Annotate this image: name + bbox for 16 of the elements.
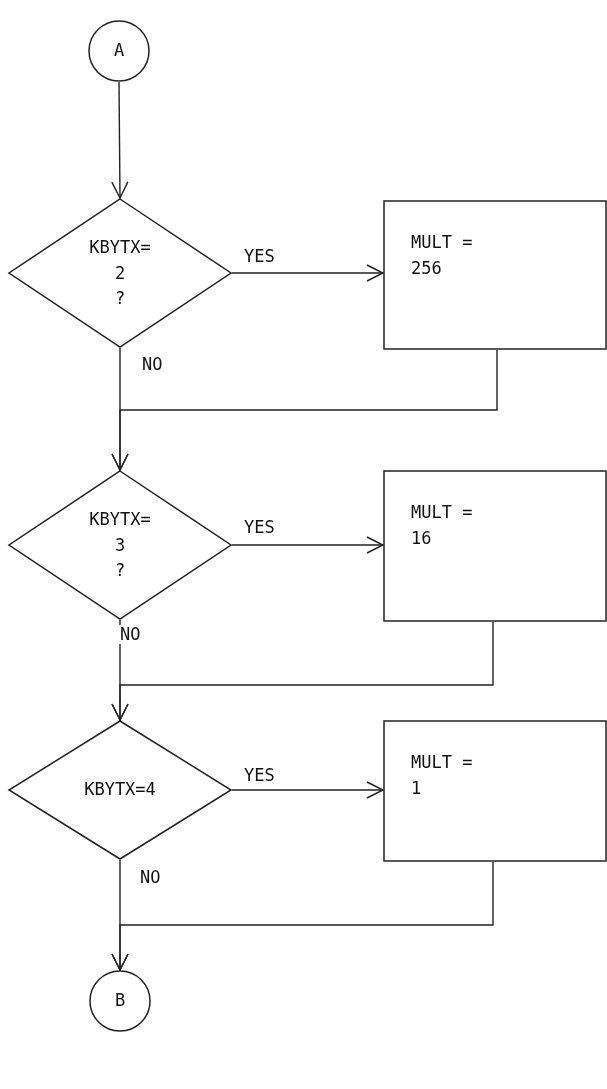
edge-label: NO [118,625,143,644]
decision-text: KBYTX= 2 ? [88,235,152,310]
connector-label: B [113,989,127,1012]
arrow [111,861,494,971]
process-text: MULT = 256 [411,231,474,280]
arrow [111,81,129,199]
process-text: MULT = 1 [411,751,474,800]
decision-text: KBYTX= 3 ? [88,507,152,582]
arrow [111,349,498,471]
decision-text: KBYTX=4 [83,778,157,802]
arrow [231,536,384,554]
connector-label: A [112,39,126,62]
arrow [231,264,384,282]
arrow [111,621,494,721]
process-text: MULT = 16 [411,501,474,550]
arrow [231,781,384,799]
